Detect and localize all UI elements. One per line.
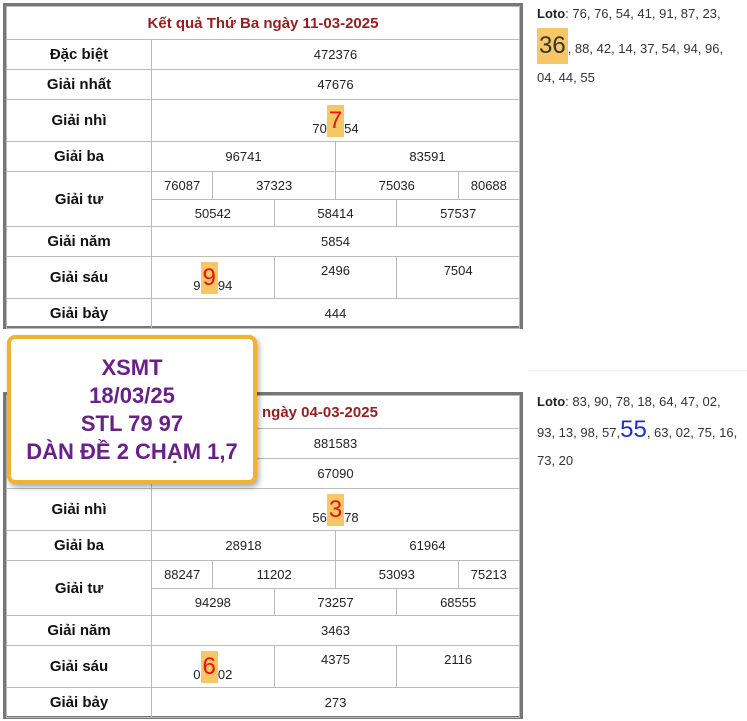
digits-pre: 0 <box>193 666 201 682</box>
callout-line-2: 18/03/25 <box>89 382 175 408</box>
prize-giai-ba-1: 28918 <box>151 530 336 561</box>
digits-post: 54 <box>344 120 359 136</box>
highlighted-digit: 6 <box>200 650 218 683</box>
label-giai-bay: Giải bảy <box>6 298 152 329</box>
digits-post: 02 <box>217 666 233 682</box>
prize-giai-tu-7: 57537 <box>396 199 520 227</box>
prize-giai-tu-3: 75036 <box>334 171 459 200</box>
prize-giai-tu-1: 76087 <box>150 171 214 200</box>
digits-pre: 9 <box>193 277 201 293</box>
loto-list-1: Loto: 76, 76, 54, 41, 91, 87, 23, 36, 88… <box>537 0 742 92</box>
loto-label: Loto <box>537 6 566 21</box>
prediction-callout: XSMT 18/03/25 STL 79 97 DÀN ĐỀ 2 CHẠM 1,… <box>7 335 257 484</box>
label-dac-biet: Đặc biệt <box>6 39 152 70</box>
label-giai-ba: Giải ba <box>6 530 152 561</box>
highlighted-digit: 7 <box>326 104 345 137</box>
result-title: Kết quả Thứ Ba ngày 11-03-2025 <box>6 6 520 40</box>
prize-giai-bay: 444 <box>151 298 520 329</box>
loto-list-2: Loto: 83, 90, 78, 18, 64, 47, 02, 93, 13… <box>537 388 742 475</box>
digits-pre: 70 <box>312 120 327 136</box>
digits-pre: 56 <box>312 509 327 525</box>
digits-post: 78 <box>344 509 359 525</box>
label-giai-nhi: Giải nhì <box>6 488 152 531</box>
loto-highlight: 55 <box>620 416 647 443</box>
label-giai-tu: Giải tư <box>6 171 152 227</box>
prize-giai-sau-3: 2116 <box>396 645 520 688</box>
label-giai-sau: Giải sáu <box>6 645 152 688</box>
loto-numbers-before: : 83, 90, 78, 18, 64, 47, 02, 93, 13, 98… <box>537 394 721 440</box>
loto-numbers-after: , 63, 02, 75, 16, 73, 20 <box>537 425 738 468</box>
label-giai-nhat: Giải nhất <box>6 69 152 100</box>
prize-giai-ba-1: 96741 <box>151 141 336 172</box>
prize-giai-tu-3: 53093 <box>334 560 459 589</box>
prize-giai-sau-2: 2496 <box>273 256 398 299</box>
prize-giai-tu-4: 75213 <box>457 560 521 589</box>
loto-highlight: 36 <box>537 28 568 64</box>
loto-label: Loto <box>537 394 566 409</box>
prize-giai-ba-2: 61964 <box>334 530 521 561</box>
prize-giai-tu-2: 37323 <box>212 171 336 200</box>
digits-post: 94 <box>217 277 233 293</box>
label-giai-bay: Giải bảy <box>6 687 152 718</box>
prize-giai-tu-7: 68555 <box>396 588 520 616</box>
label-giai-nhi: Giải nhì <box>6 99 152 142</box>
loto-numbers-before: : 76, 76, 54, 41, 91, 87, 23, <box>565 6 721 21</box>
prize-dac-biet: 472376 <box>151 39 520 70</box>
divider <box>528 370 747 371</box>
result-table-1: Kết quả Thứ Ba ngày 11-03-2025 Đặc biệt … <box>3 3 523 329</box>
loto-numbers-after: , 88, 42, 14, 37, 54, 94, 96, 04, 44, 55 <box>537 41 724 85</box>
prize-giai-sau-3: 7504 <box>396 256 520 299</box>
prize-giai-tu-6: 58414 <box>273 199 398 227</box>
label-giai-nam: Giải năm <box>6 615 152 646</box>
prize-giai-nam: 5854 <box>151 226 520 257</box>
label-giai-sau: Giải sáu <box>6 256 152 299</box>
callout-line-1: XSMT <box>101 354 163 380</box>
prize-giai-tu-6: 73257 <box>273 588 398 616</box>
prize-giai-bay: 273 <box>151 687 520 718</box>
callout-line-3: STL 79 97 <box>80 410 184 436</box>
highlighted-digit: 9 <box>200 261 218 294</box>
prize-giai-tu-5: 94298 <box>151 588 275 616</box>
label-giai-ba: Giải ba <box>6 141 152 172</box>
highlighted-digit: 3 <box>326 493 345 526</box>
prize-giai-nhat: 47676 <box>151 69 520 100</box>
prize-giai-tu-4: 80688 <box>457 171 521 200</box>
prize-giai-tu-5: 50542 <box>151 199 275 227</box>
prize-giai-tu-2: 11202 <box>212 560 336 589</box>
prize-giai-tu-1: 88247 <box>150 560 214 589</box>
prize-giai-nam: 3463 <box>151 615 520 646</box>
prize-giai-ba-2: 83591 <box>334 141 521 172</box>
label-giai-tu: Giải tư <box>6 560 152 616</box>
callout-line-4: DÀN ĐỀ 2 CHẠM 1,7 <box>26 438 238 464</box>
label-giai-nam: Giải năm <box>6 226 152 257</box>
prize-giai-sau-2: 4375 <box>273 645 398 688</box>
